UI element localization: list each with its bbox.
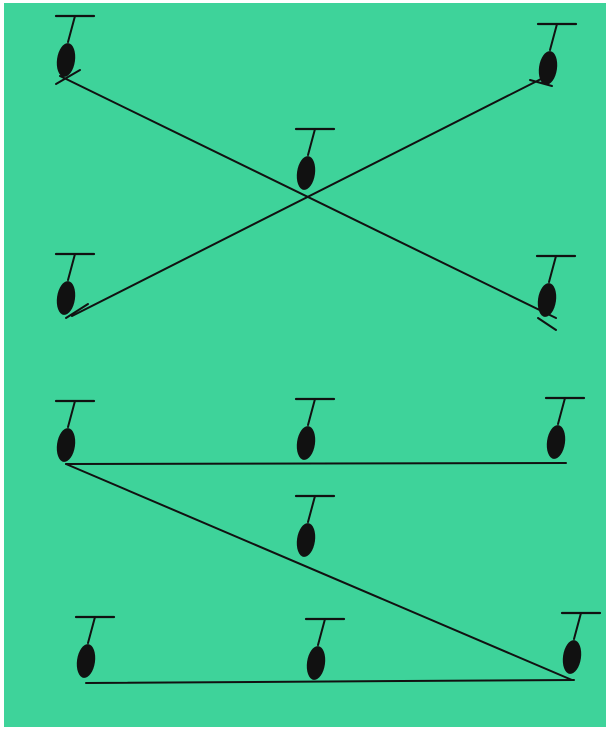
upper-row-line <box>66 463 566 464</box>
